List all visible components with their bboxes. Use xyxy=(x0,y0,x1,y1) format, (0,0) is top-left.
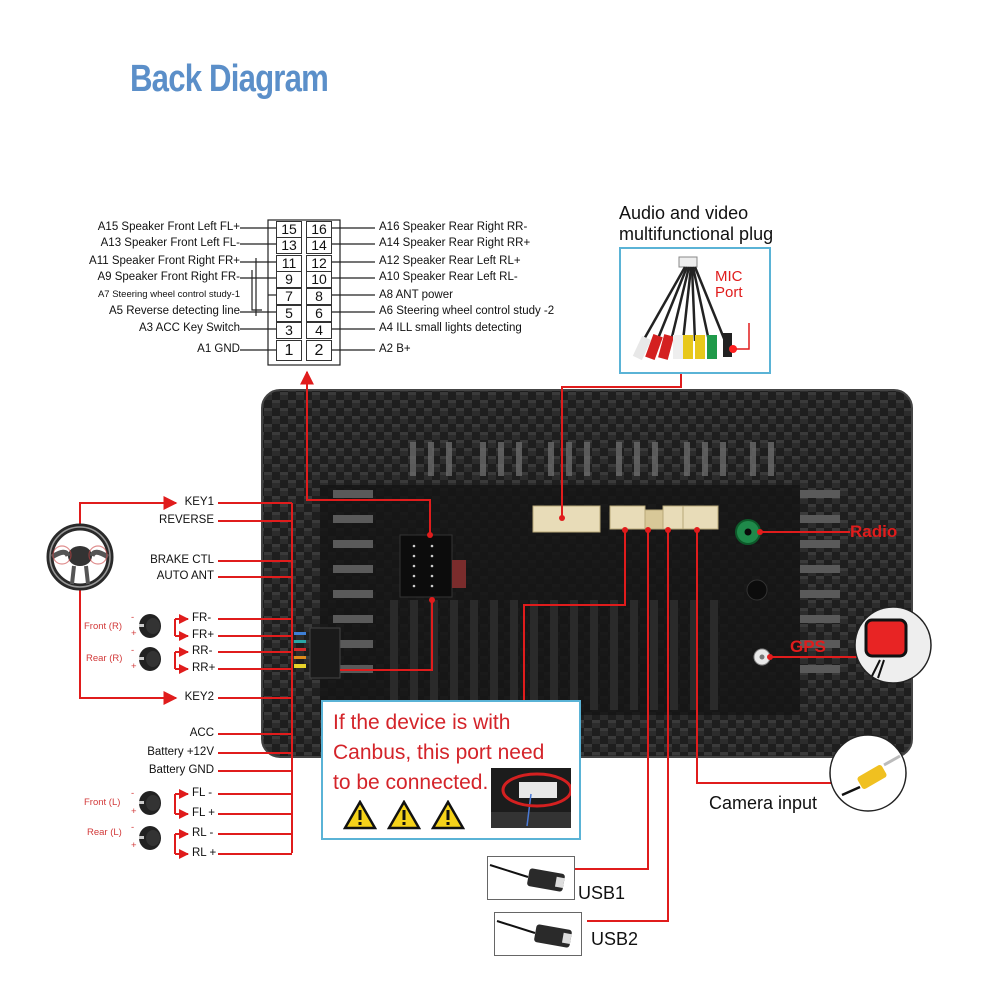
speaker-rear-left-icon xyxy=(139,826,161,850)
pin-label-a9: A9 Speaker Front Right FR- xyxy=(97,271,240,283)
pin-5: 5 xyxy=(276,305,302,322)
pin-16: 16 xyxy=(306,221,332,238)
polarity-plus: + xyxy=(131,661,137,672)
canbus-port-photo xyxy=(491,768,571,828)
wire-label-auto-ant: AUTO ANT xyxy=(156,570,214,582)
camera-rca-icon xyxy=(829,734,907,812)
warning-icon xyxy=(387,800,421,830)
canbus-note-box: If the device is with Canbus, this port … xyxy=(321,700,581,840)
usb-cable-icon xyxy=(489,864,565,892)
pin-6: 6 xyxy=(306,305,332,322)
gps-antenna-icon xyxy=(854,606,932,684)
pin-label-a1: A1 GND xyxy=(197,343,240,355)
pin-12: 12 xyxy=(306,255,332,272)
steering-wheel-icon xyxy=(46,523,114,591)
wire-junction-dots xyxy=(427,515,773,660)
av-connector xyxy=(532,505,601,533)
usb2-label: USB2 xyxy=(591,929,639,949)
polarity-plus: + xyxy=(131,806,137,817)
pin-label-a15: A15 Speaker Front Left FL+ xyxy=(97,221,240,233)
pin-label-a11: A11 Speaker Front Right FR+ xyxy=(89,255,240,267)
speaker-label-rear-right: Rear (R) xyxy=(86,653,123,664)
polarity-plus: + xyxy=(131,840,137,851)
pin-3: 3 xyxy=(276,322,302,339)
warning-icon xyxy=(343,800,377,830)
wire-label-rr-plus: RR+ xyxy=(192,662,216,674)
wire-label-key2: KEY2 xyxy=(184,691,214,703)
pin-label-a6: A6 Steering wheel control study -2 xyxy=(379,305,555,317)
pin-8: 8 xyxy=(306,288,332,305)
speaker-rear-right-icon xyxy=(139,647,161,671)
gps-label: GPS xyxy=(790,637,826,656)
pin-13: 13 xyxy=(276,237,302,254)
speaker-front-left-icon xyxy=(139,791,161,815)
pin-15: 15 xyxy=(276,221,302,238)
polarity-minus: - xyxy=(131,788,135,799)
polarity-minus: - xyxy=(131,822,135,833)
wire-label-rl-plus: RL + xyxy=(192,847,217,859)
av-plug-image: MIC Port xyxy=(619,247,771,374)
wire-label-battery-12v: Battery +12V xyxy=(147,746,214,758)
pin-1: 1 xyxy=(276,340,302,361)
wire-label-rr-minus: RR- xyxy=(192,645,213,657)
usb1-cable-image xyxy=(487,856,575,900)
speaker-front-right-icon xyxy=(139,614,161,638)
pin-label-a3: A3 ACC Key Switch xyxy=(139,322,240,334)
wire-label-fr-plus: FR+ xyxy=(192,629,215,641)
pin-label-a12: A12 Speaker Rear Left RL+ xyxy=(379,255,521,267)
canbus-wire-colors xyxy=(294,632,306,668)
gps-antenna-port xyxy=(753,648,771,666)
wire-label-reverse: REVERSE xyxy=(159,514,214,526)
pin-label-a4: A4 ILL small lights detecting xyxy=(379,322,522,334)
camera-input-label: Camera input xyxy=(709,793,818,813)
wire-label-fr-minus: FR- xyxy=(192,612,212,624)
av-plug-title: Audio and video multifunctional plug xyxy=(619,203,774,244)
iso-socket xyxy=(399,534,466,598)
speaker-label-front-left: Front (L) xyxy=(84,797,121,808)
pin-label-a5: A5 Reverse detecting line xyxy=(108,305,240,317)
pin-10: 10 xyxy=(306,271,332,288)
speaker-label-rear-left: Rear (L) xyxy=(87,827,122,838)
mic-port-label: MIC Port xyxy=(715,268,743,301)
canbus-plug xyxy=(309,627,341,679)
usb1-label: USB1 xyxy=(578,883,626,903)
pin-2: 2 xyxy=(306,340,332,361)
pin-7: 7 xyxy=(276,288,302,305)
rca-cable-icon xyxy=(632,256,750,361)
wire-label-brake-ctl: BRAKE CTL xyxy=(150,554,214,566)
pin-4: 4 xyxy=(306,322,332,339)
wire-label-battery-gnd: Battery GND xyxy=(148,764,214,776)
pin-label-a13: A13 Speaker Front Left FL- xyxy=(100,237,240,249)
polarity-minus: - xyxy=(131,645,135,656)
wire-label-fl-plus: FL + xyxy=(192,807,215,819)
radio-antenna-port xyxy=(735,519,761,545)
pin-label-a7: A7 Steering wheel control study-1 xyxy=(97,289,240,300)
radio-label: Radio xyxy=(850,522,898,541)
mount-hole xyxy=(746,579,768,601)
canbus-note-text: If the device is with Canbus, this port … xyxy=(333,711,545,794)
pin-label-a16: A16 Speaker Rear Right RR- xyxy=(379,221,528,233)
pin-label-a8: A8 ANT power xyxy=(379,289,453,301)
page-title: Back Diagram xyxy=(130,58,329,100)
wire-label-fl-minus: FL - xyxy=(192,787,213,799)
speaker-label-front-right: Front (R) xyxy=(84,621,122,632)
pin-11: 11 xyxy=(276,255,302,272)
usb2-cable-image xyxy=(494,912,582,956)
wire-label-acc: ACC xyxy=(189,727,214,739)
polarity-plus: + xyxy=(131,628,137,639)
usb-camera-connectors xyxy=(609,505,719,530)
polarity-minus: - xyxy=(131,612,135,623)
wire-label-rl-minus: RL - xyxy=(192,827,214,839)
usb-cable-icon xyxy=(496,920,572,948)
pin-label-a14: A14 Speaker Rear Right RR+ xyxy=(379,237,531,249)
wiring-lines xyxy=(79,370,858,922)
pin-label-a10: A10 Speaker Rear Left RL- xyxy=(379,271,518,283)
pin-14: 14 xyxy=(306,237,332,254)
warning-icon xyxy=(431,800,465,830)
pin-9: 9 xyxy=(276,271,302,288)
wire-label-key1: KEY1 xyxy=(184,496,214,508)
pin-label-a2: A2 B+ xyxy=(379,343,411,355)
